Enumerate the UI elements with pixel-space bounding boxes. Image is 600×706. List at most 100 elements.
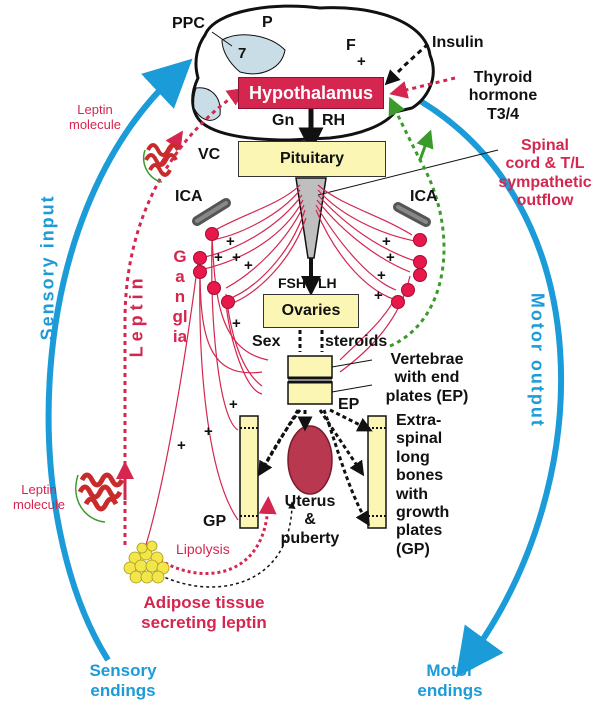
leptin-molecule-top-icon [143, 143, 180, 183]
lipolysis-arrow [159, 496, 277, 575]
label-motor-endings: Motor endings [400, 661, 500, 700]
adipose-cluster [123, 540, 170, 584]
motor-endings-line-1: Motor [426, 661, 474, 680]
label-motor-output: Motor output [527, 292, 548, 428]
extra-line-8: (GP) [396, 540, 430, 558]
label-ppc: PPC [172, 15, 205, 32]
label-fsh: FSH [278, 275, 306, 291]
steroid-effect-arrows [258, 408, 373, 527]
svg-text:+: + [382, 233, 391, 250]
leptin-molecule-top-line-2: molecule [68, 116, 122, 132]
label-p: P [262, 14, 273, 31]
black-dashed-return [159, 501, 296, 588]
label-vertebrae: Vertebrae with end plates (EP) [372, 351, 482, 406]
left-sympathetic-fibers [144, 184, 307, 549]
right-sympathetic-fibers [315, 184, 421, 373]
label-sensory-input: Sensory input [37, 194, 58, 341]
extra-line-1: Extra- [396, 412, 442, 429]
thyroid-line-2: hormone [468, 87, 538, 105]
vertebrae [287, 355, 333, 405]
insulin-arrow [384, 42, 430, 86]
label-ep: EP [338, 396, 360, 413]
svg-text:+: + [226, 233, 235, 250]
svg-text:+: + [229, 396, 238, 413]
spinal-line-4: outflow [516, 192, 574, 210]
svg-text:+: + [232, 249, 241, 266]
label-adipose: Adipose tissue secreting leptin [118, 593, 290, 632]
vertebrae-line-1: Vertebrae [390, 351, 464, 368]
label-sex: Sex [252, 333, 281, 350]
plus-signs: + + + + + + + + + + + + [177, 233, 395, 454]
label-ica-right: ICA [410, 188, 438, 205]
hypothalamus-box: Hypothalamus [238, 77, 384, 109]
vertebrae-pointer-1 [331, 359, 373, 368]
svg-text:+: + [374, 287, 383, 304]
label-plus-top: + [357, 53, 366, 70]
leptin-molecule-bottom-line-1: Leptin [21, 482, 57, 497]
leptin-pathway [123, 87, 246, 545]
extra-line-6: growth [396, 503, 450, 521]
motor-output-arc [408, 92, 565, 678]
svg-text:+: + [244, 257, 253, 274]
ganglia-left [193, 227, 235, 309]
label-insulin: Insulin [432, 34, 484, 51]
label-leptin-molecule-top: Leptin molecule [60, 102, 130, 133]
svg-text:+: + [232, 315, 241, 332]
label-7: 7 [238, 45, 247, 62]
label-ganglia-vertical: Ganglia [172, 247, 188, 346]
label-f: F [346, 37, 356, 54]
label-gn: Gn [272, 112, 295, 129]
label-gp: GP [203, 513, 227, 530]
motor-endings-line-2: endings [417, 680, 483, 700]
steroid-feedback [388, 96, 446, 348]
ica-right-vessel [393, 202, 431, 227]
leptin-molecule-top-line-1: Leptin [77, 102, 113, 117]
left-long-bone [239, 415, 259, 529]
label-ica-left: ICA [175, 188, 203, 205]
steroid-feedback-arrowhead [416, 129, 434, 161]
spinal-line-2: cord & T/L [505, 155, 585, 173]
svg-text:+: + [177, 437, 186, 454]
spinal-cord [295, 177, 327, 259]
label-sensory-endings: Sensory endings [68, 661, 178, 700]
spinal-pointer [317, 149, 499, 196]
label-spinal-cord: Spinal cord & T/L sympathetic outflow [495, 137, 595, 211]
leptin-molecule-bottom-line-2: molecule [12, 496, 66, 512]
thyroid-arrow [389, 76, 456, 99]
ica-left-vessel [192, 198, 231, 226]
uterus [287, 425, 333, 495]
label-leptin-molecule-bottom: Leptin molecule [4, 482, 74, 513]
adipose-line-2: secreting leptin [141, 612, 267, 632]
ganglia-right [391, 233, 427, 309]
label-rh: RH [322, 112, 346, 129]
label-thyroid: Thyroid hormone T3/4 [458, 69, 548, 124]
steroid-arrows [298, 330, 324, 352]
extra-line-5: with [396, 485, 428, 503]
uterus-line-3: puberty [280, 529, 340, 547]
label-lh: LH [318, 275, 337, 291]
ovaries-box: Ovaries [263, 294, 359, 328]
spinal-line-3: sympathetic [498, 173, 592, 191]
adipose-line-1: Adipose tissue [143, 593, 265, 612]
ppc-pointer [211, 31, 233, 47]
label-vc: VC [198, 146, 221, 163]
svg-text:+: + [377, 267, 386, 284]
right-long-bone [367, 415, 387, 529]
label-leptin-vertical: Leptin [126, 273, 147, 358]
svg-text:+: + [214, 249, 223, 266]
sensory-endings-line-2: endings [90, 680, 156, 700]
sensory-input-arc [45, 58, 193, 662]
extra-line-4: bones [396, 467, 444, 485]
vertebrae-line-2: with end [394, 369, 460, 387]
label-steroids: steroids [325, 333, 388, 350]
thyroid-line-3: T3/4 [486, 105, 519, 123]
spinal-line-1: Spinal [520, 137, 569, 154]
extra-line-7: plates [396, 522, 443, 540]
uterus-line-1: Uterus [284, 493, 336, 510]
vertebrae-pointer-2 [331, 384, 373, 393]
vertebrae-line-3: plates (EP) [385, 387, 469, 405]
extra-line-3: long [396, 448, 430, 466]
uterus-line-2: & [304, 511, 316, 529]
svg-text:+: + [204, 423, 213, 440]
label-uterus: Uterus & puberty [270, 493, 350, 548]
